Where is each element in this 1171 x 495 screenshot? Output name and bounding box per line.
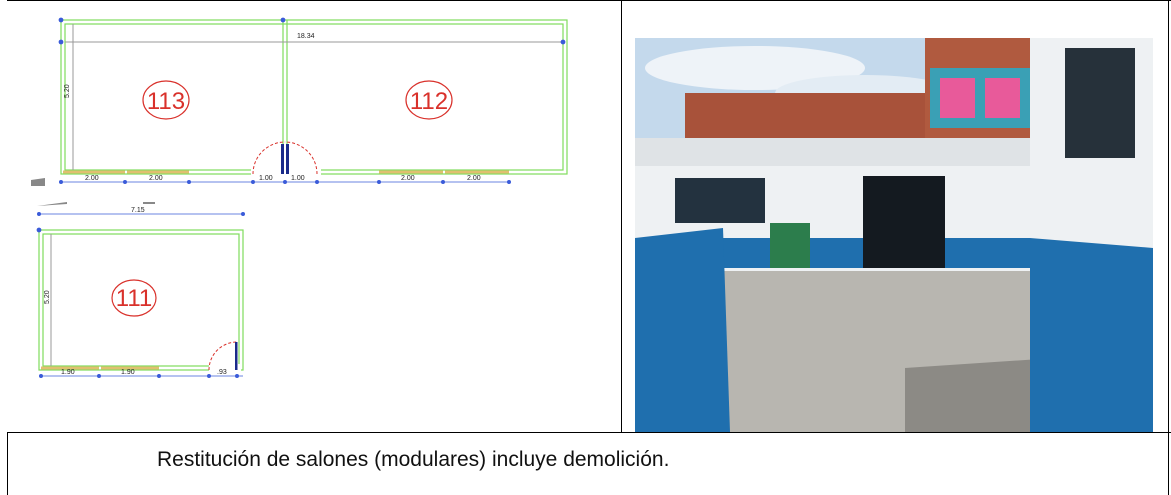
table-border-top xyxy=(7,0,1171,1)
site-photo xyxy=(635,38,1153,432)
dim-door-1: 1.00 xyxy=(259,175,273,182)
site-photo-drawing xyxy=(635,38,1153,432)
dim-height-top: 5.20 xyxy=(64,84,71,98)
table-border-right-top xyxy=(1168,0,1169,432)
dim-window-5: 1.90 xyxy=(61,369,75,376)
table-border-left xyxy=(7,432,8,495)
table-divider-vertical xyxy=(621,0,622,432)
table-divider-horizontal xyxy=(7,432,1171,433)
room-113-circle xyxy=(142,80,190,120)
dim-window-6: 1.90 xyxy=(121,369,135,376)
room-112-label: 112 xyxy=(410,88,448,115)
dim-total-width: 18.34 xyxy=(297,33,315,40)
room-111-circle xyxy=(111,279,157,317)
floor-plan: 113 112 111 18.34 5 xyxy=(15,8,611,428)
dim-width-bottom: 7.15 xyxy=(131,207,145,214)
dim-window-2: 2.00 xyxy=(149,175,163,182)
dim-door-2: 1.00 xyxy=(291,175,305,182)
floor-plan-drawing: 113 112 111 18.34 5 xyxy=(31,17,568,378)
caption-text: Restitución de salones (modulares) inclu… xyxy=(157,448,670,471)
dim-window-4: 2.00 xyxy=(467,175,481,182)
dim-height-bottom: 5.20 xyxy=(44,290,51,304)
table-border-right-bottom xyxy=(1168,432,1169,495)
room-112-circle xyxy=(405,80,453,120)
room-111-label: 111 xyxy=(116,285,152,312)
dim-window-3: 2.00 xyxy=(401,175,415,182)
room-113-label: 113 xyxy=(147,88,185,115)
dim-door-3: .93 xyxy=(217,369,227,376)
dim-window-1: 2.00 xyxy=(85,175,99,182)
